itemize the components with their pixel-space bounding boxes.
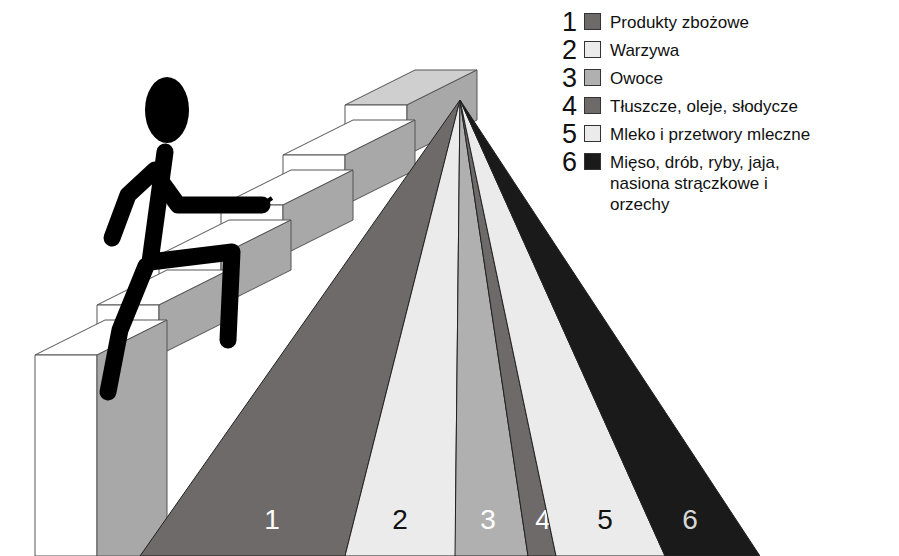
segment-fill <box>140 100 460 556</box>
legend-text: Mleko i przetwory mleczne <box>610 124 895 145</box>
legend-text: Produkty zbożowe <box>610 12 895 33</box>
legend-swatch <box>584 97 601 114</box>
callout-number: 4 <box>562 92 577 120</box>
segment-fill <box>345 100 460 556</box>
callout-number: 3 <box>562 64 577 92</box>
legend-text: Tłuszcze, oleje, słodycze <box>610 96 895 117</box>
callout-number: 1 <box>562 8 577 36</box>
segment-number: 1 <box>264 505 280 535</box>
callout-number: 5 <box>562 120 577 148</box>
segment-number: 3 <box>480 505 496 535</box>
legend-swatch <box>584 125 601 142</box>
legend-swatch <box>584 41 601 58</box>
segment-shape <box>345 100 460 556</box>
callout-number: 2 <box>562 36 577 64</box>
pyramid-segment: 2 <box>345 100 460 556</box>
legend-text: Warzywa <box>610 40 895 61</box>
segment-number: 6 <box>682 505 698 535</box>
legend-swatch <box>584 69 601 86</box>
callout-number: 6 <box>562 148 577 176</box>
legend-swatch <box>584 13 601 30</box>
legend-swatch <box>584 153 601 170</box>
segment-number: 5 <box>597 505 613 535</box>
legend-text: Owoce <box>610 68 895 89</box>
legend-text: Mięso, drób, ryby, jaja, nasiona strączk… <box>610 152 810 215</box>
segment-number: 2 <box>392 505 408 535</box>
